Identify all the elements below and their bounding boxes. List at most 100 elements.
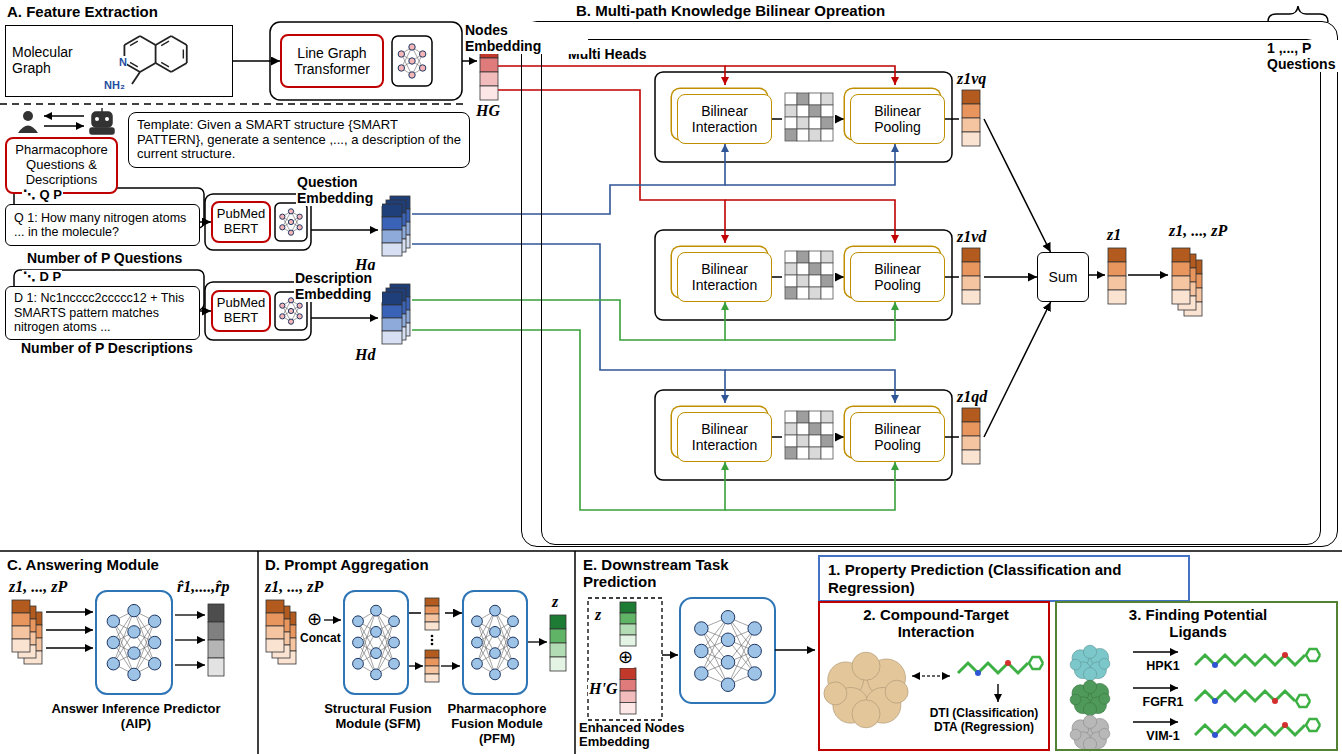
math-symbol: z1vd [956, 228, 987, 246]
head-frame [655, 390, 952, 480]
node-label: Bilinear Pooling [856, 261, 939, 293]
robot-icon [90, 128, 114, 134]
network-neuron [398, 65, 404, 71]
ligand-structure [1195, 655, 1305, 665]
question-vector-stack [12, 613, 30, 626]
node-label: Pharmacophore Questions & Descriptions [12, 143, 111, 188]
question-vector [1108, 276, 1126, 290]
prompt-box: Template: Given a SMART structure {SMART… [128, 112, 470, 168]
attention-map [809, 275, 821, 287]
network-neuron [288, 230, 293, 235]
process-box: Bilinear Pooling [850, 94, 945, 144]
network-neuron [128, 626, 140, 638]
description-embedding-vector [382, 305, 402, 318]
network-neuron [280, 303, 285, 308]
node-label: Bilinear Interaction [683, 261, 766, 293]
node-label: Bilinear Pooling [856, 103, 939, 135]
arrow [44, 115, 84, 116]
wire [725, 144, 895, 185]
brace [1268, 6, 1328, 22]
arrow [441, 665, 460, 666]
question-vector-stack [12, 600, 30, 613]
math-symbol: z [551, 593, 559, 611]
body-text: HPK1 [1131, 659, 1195, 673]
arrow [175, 639, 205, 640]
protein-structure [1099, 693, 1110, 704]
graph-embedding-vector [620, 680, 636, 692]
wire [725, 66, 895, 85]
network-neuron [409, 58, 415, 64]
flow-arrow [772, 276, 844, 278]
arrow [1133, 651, 1178, 652]
answer-vector [208, 640, 224, 658]
network-neuron [288, 319, 293, 324]
protein-structure [824, 682, 847, 705]
arrow [1087, 274, 1105, 276]
flow-arrow [233, 60, 280, 62]
attention-map [797, 435, 809, 447]
network-neuron [398, 51, 404, 57]
node-label: Pharmacophore Fusion Module (PFM) [442, 702, 552, 747]
ligand-atom [1212, 732, 1218, 738]
prompt-vector [620, 613, 636, 624]
wire [725, 462, 895, 510]
network-icon [275, 203, 307, 241]
ligand-ring [1029, 657, 1043, 669]
question-embedding-vector [382, 217, 402, 230]
sum-box: Sum [1037, 252, 1089, 302]
network-neuron [508, 658, 519, 669]
node-label: Q 1: How many nitrogen atoms ... in the … [14, 211, 191, 240]
attention-map [821, 263, 833, 275]
fused-vector [425, 598, 439, 606]
network-neuron [721, 656, 735, 670]
network-neuron [490, 626, 501, 637]
arrow [775, 649, 815, 651]
section-divider [0, 103, 465, 105]
attention-map [821, 447, 833, 459]
arrow [46, 629, 93, 630]
question-card: Q 1: How many nitrogen atoms ... in the … [5, 204, 200, 246]
attention-map [785, 275, 797, 287]
network-neuron [107, 636, 119, 648]
description-embedding-vector [382, 331, 402, 344]
attention-map [797, 423, 809, 435]
process-box: Bilinear Interaction [677, 412, 772, 462]
attention-map [797, 263, 809, 275]
annotation-label: N [119, 56, 127, 69]
network-neuron [280, 314, 285, 319]
ligand-atom [1212, 662, 1218, 668]
ellipsis-dot [431, 635, 434, 638]
ligand-atom [1282, 652, 1288, 658]
network-neuron [288, 219, 293, 224]
attention-map [821, 117, 833, 129]
attention-map [797, 117, 809, 129]
ligand-ring [1306, 649, 1320, 661]
arrow [46, 611, 93, 612]
chemical-bond [140, 63, 156, 72]
math-symbol: z1, ..., zP [8, 578, 68, 596]
attention-map [797, 129, 809, 141]
network-neuron [409, 72, 415, 78]
answer-vector [208, 604, 224, 622]
fused-vector [425, 666, 439, 674]
protein-structure [1099, 728, 1110, 739]
network-neuron [472, 658, 483, 669]
node-label: PubMed BERT [217, 296, 265, 326]
flow-arrow [945, 119, 1051, 252]
attention-map [821, 129, 833, 141]
node-label: 1. Property Prediction (Classification a… [828, 561, 1180, 596]
ligand-ring [1306, 719, 1320, 731]
question-vector-stack [12, 639, 30, 652]
network-neuron [490, 669, 501, 680]
annotation-label: Nodes Embedding [464, 22, 588, 54]
ligand-atom [1005, 660, 1011, 666]
chemical-bond [171, 63, 187, 72]
task-box: 3. Finding Potential LigandsHPK1FGFR1VIM… [1055, 601, 1338, 751]
attention-map [809, 447, 821, 459]
node-label: Line Graph Transformer [287, 45, 377, 77]
panel-frame: B. Multi-path Knowledge Bilinear Opreati… [521, 21, 1338, 547]
network-neuron [748, 622, 762, 636]
chemical-bond [156, 63, 172, 72]
head-frame [655, 230, 952, 320]
